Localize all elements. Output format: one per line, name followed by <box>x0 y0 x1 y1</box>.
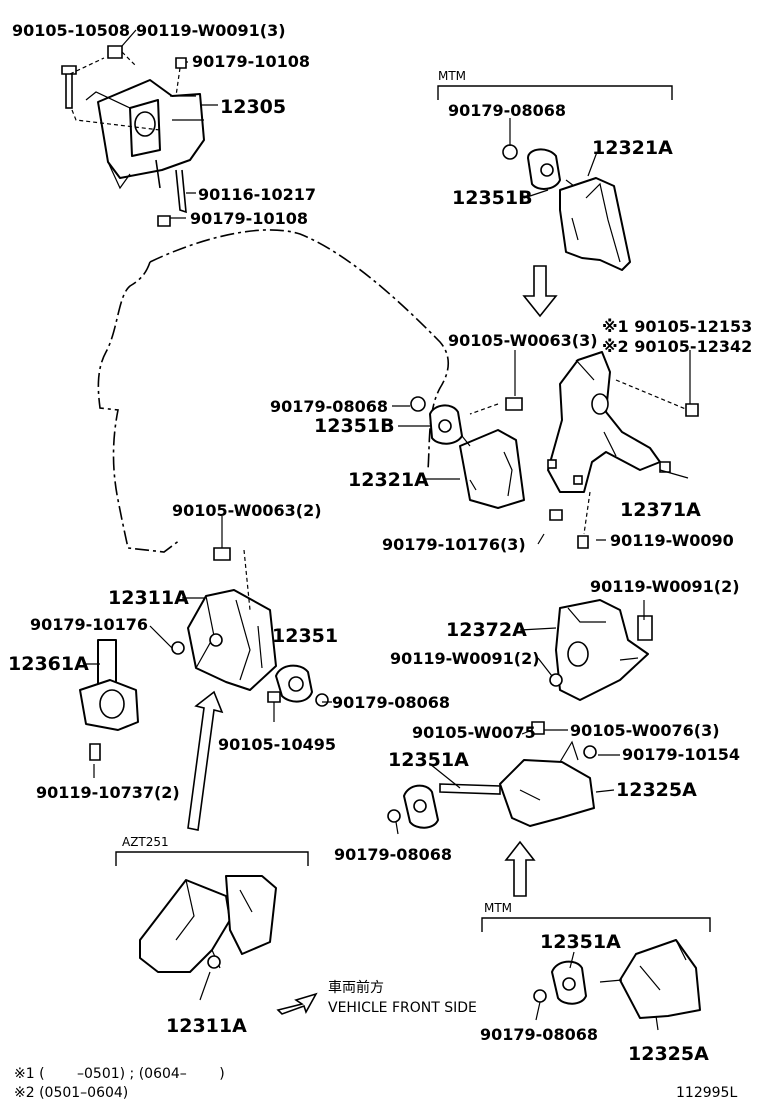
azt251-bracket <box>115 851 309 866</box>
footnote-2: ※2 (0501–0604) <box>14 1085 128 1101</box>
mount-12311a <box>171 547 277 691</box>
mount-12351 <box>267 664 329 707</box>
label-note1-90105-12153: ※1 90105-12153 <box>602 317 752 336</box>
label-90119-w0091-2: 90119-W0091(2) <box>390 649 540 668</box>
label-90179-10176: 90179-10176 <box>30 615 148 634</box>
label-12351b: 12351B <box>314 415 395 437</box>
mount-12371a <box>547 351 699 549</box>
label-12351a-mtm: 12351A <box>540 931 621 953</box>
label-90119-w0091-2-top: 90119-W0091(2) <box>590 577 740 596</box>
engine-outline <box>97 229 450 553</box>
label-90179-10108: 90179-10108 <box>192 52 310 71</box>
mount-12321a <box>410 396 563 521</box>
label-90179-08068-mid: 90179-08068 <box>270 397 388 416</box>
label-90179-10154: 90179-10154 <box>622 745 740 764</box>
label-90105-w0075: 90105-W0075 <box>412 723 536 742</box>
label-12372a: 12372A <box>446 619 527 641</box>
label-note2-90105-12342: ※2 90105-12342 <box>602 337 752 356</box>
mount-12361a <box>79 639 139 761</box>
direction-jp: 車両前方 <box>328 979 384 996</box>
mount-12372a <box>549 599 653 701</box>
label-90105-w0076-3: 90105-W0076(3) <box>570 721 720 740</box>
group-label-mtm-bottom: MTM <box>484 901 512 915</box>
leader-lines <box>86 29 691 1031</box>
label-12321a: 12321A <box>348 469 429 491</box>
label-12321a-mtm: 12321A <box>592 137 673 159</box>
label-90105-w0063-3: 90105-W0063(3) <box>448 331 598 350</box>
label-90119-w0091-3: 90119-W0091(3) <box>136 21 286 40</box>
label-90119-w0090: 90119-W0090 <box>610 531 734 550</box>
label-90179-08068-right: 90179-08068 <box>334 845 452 864</box>
label-90105-10495: 90105-10495 <box>218 735 336 754</box>
mount-12311a-azt251 <box>139 875 277 973</box>
label-12351: 12351 <box>272 625 338 647</box>
label-90105-w0063-2: 90105-W0063(2) <box>172 501 322 520</box>
footnote-1: ※1 ( –0501) ; (0604– ) <box>14 1066 225 1082</box>
label-90179-08068: 90179-08068 <box>448 101 566 120</box>
group-label-azt251: AZT251 <box>122 835 169 849</box>
label-12311a: 12311A <box>108 587 189 609</box>
mtm-bottom-bracket <box>481 917 711 932</box>
arrow-up-azt251 <box>187 690 224 831</box>
label-90119-10737-2: 90119-10737(2) <box>36 783 180 802</box>
label-12325a-mtm: 12325A <box>628 1043 709 1065</box>
mount-12321a-mtm <box>502 144 631 271</box>
drawing-code: 112995L <box>676 1085 737 1101</box>
label-90179-08068-left: 90179-08068 <box>332 693 450 712</box>
label-12351b-mtm: 12351B <box>452 187 533 209</box>
label-12361a: 12361A <box>8 653 89 675</box>
label-90105-10508: 90105-10508 <box>12 21 130 40</box>
arrow-up-mtm <box>504 840 536 897</box>
direction-en: VEHICLE FRONT SIDE <box>328 1000 477 1016</box>
label-12311a-azt251: 12311A <box>166 1015 247 1037</box>
label-12351a: 12351A <box>388 749 469 771</box>
label-90116-10217: 90116-10217 <box>198 185 316 204</box>
label-90179-08068-mtm: 90179-08068 <box>480 1025 598 1044</box>
mount-12325a <box>387 721 597 829</box>
label-12371a: 12371A <box>620 499 701 521</box>
label-90179-10108-b: 90179-10108 <box>190 209 308 228</box>
mtm-top-bracket <box>437 85 673 100</box>
front-arrow <box>276 992 318 1015</box>
arrow-down-mtm <box>522 265 558 318</box>
mount-12305 <box>61 45 205 227</box>
label-12325a: 12325A <box>616 779 697 801</box>
label-90179-10176-3: 90179-10176(3) <box>382 535 526 554</box>
label-12305: 12305 <box>220 96 286 118</box>
group-label-mtm-top: MTM <box>438 69 466 83</box>
mount-12325a-mtm <box>533 939 701 1019</box>
